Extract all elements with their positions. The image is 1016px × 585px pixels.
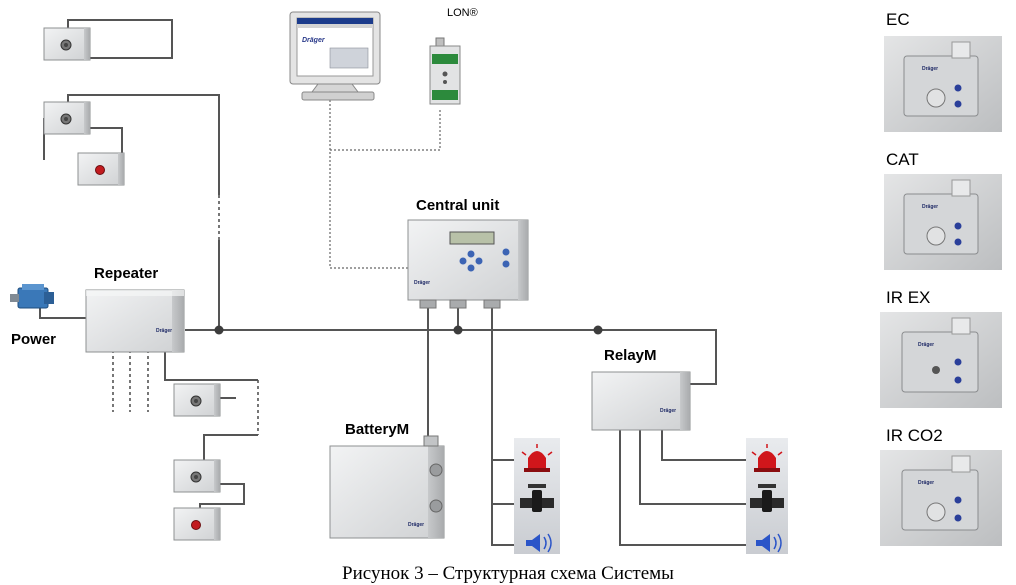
- sensor-module-2: [43, 101, 91, 135]
- battery-label: BatteryM: [345, 421, 409, 438]
- alarm-module-1: [77, 152, 125, 186]
- power-label: Power: [11, 331, 56, 348]
- sensor-label-cat: CAT: [886, 150, 919, 169]
- sensor-module-1: [43, 27, 91, 61]
- central-unit-brand: Dräger: [414, 280, 430, 286]
- central-unit-button-up: [467, 250, 475, 258]
- sensor-photo-ec: EC Dräger: [884, 10, 1002, 132]
- cat-brand: Dräger: [922, 204, 938, 210]
- sensor-module-4: [173, 459, 221, 493]
- central-unit-label: Central unit: [416, 197, 499, 214]
- battery-brand: Dräger: [408, 522, 424, 528]
- figure-caption: Рисунок 3 – Структурная схема Системы: [342, 563, 674, 584]
- battery-outputs-strip: [514, 438, 560, 554]
- monitor-brand: Dräger: [302, 37, 326, 44]
- sensor-photo-ir-ex: IR EX Dräger: [880, 288, 1002, 408]
- valve-icon: [520, 484, 554, 512]
- central-unit-box: Dräger: [407, 219, 529, 309]
- lon-label: LON®: [447, 7, 478, 19]
- bus-node-left: [214, 325, 224, 335]
- central-unit-button-left: [459, 257, 467, 265]
- valve-icon: [750, 484, 784, 512]
- relay-outputs-strip: [746, 438, 788, 554]
- alarm-light-icon: [751, 444, 783, 472]
- relay-brand: Dräger: [660, 408, 676, 414]
- ir-ex-brand: Dräger: [918, 342, 934, 348]
- repeater-brand: Dräger: [156, 328, 172, 334]
- repeater-box: Dräger: [85, 289, 185, 353]
- repeater-label: Repeater: [94, 265, 158, 282]
- computer-monitor-icon: Dräger: [289, 11, 381, 101]
- central-unit-button-down: [467, 264, 475, 272]
- battery-module-box: Dräger: [329, 435, 445, 539]
- ec-brand: Dräger: [922, 66, 938, 72]
- sensor-module-3: [173, 383, 221, 417]
- alarm-light-icon: [521, 444, 553, 472]
- speaker-icon: [526, 533, 552, 553]
- sensor-photo-ir-co2: IR CO2 Dräger: [880, 426, 1002, 546]
- central-unit-button-right: [475, 257, 483, 265]
- sensor-label-ir-co2: IR CO2: [886, 426, 943, 445]
- relay-label: RelayM: [604, 347, 657, 364]
- ir-co2-brand: Dräger: [918, 480, 934, 486]
- sensor-photo-cat: CAT Dräger: [884, 150, 1002, 270]
- alarm-module-2: [173, 507, 221, 541]
- relay-module-box: Dräger: [591, 371, 691, 431]
- sensor-label-ir-ex: IR EX: [886, 288, 930, 307]
- power-supply-icon: [10, 284, 54, 309]
- bus-node-right: [593, 325, 603, 335]
- bus-wiring: [39, 19, 750, 546]
- bus-node-center: [453, 325, 463, 335]
- sensor-label-ec: EC: [886, 10, 910, 29]
- lon-module-icon: [429, 37, 461, 105]
- speaker-icon: [756, 533, 782, 553]
